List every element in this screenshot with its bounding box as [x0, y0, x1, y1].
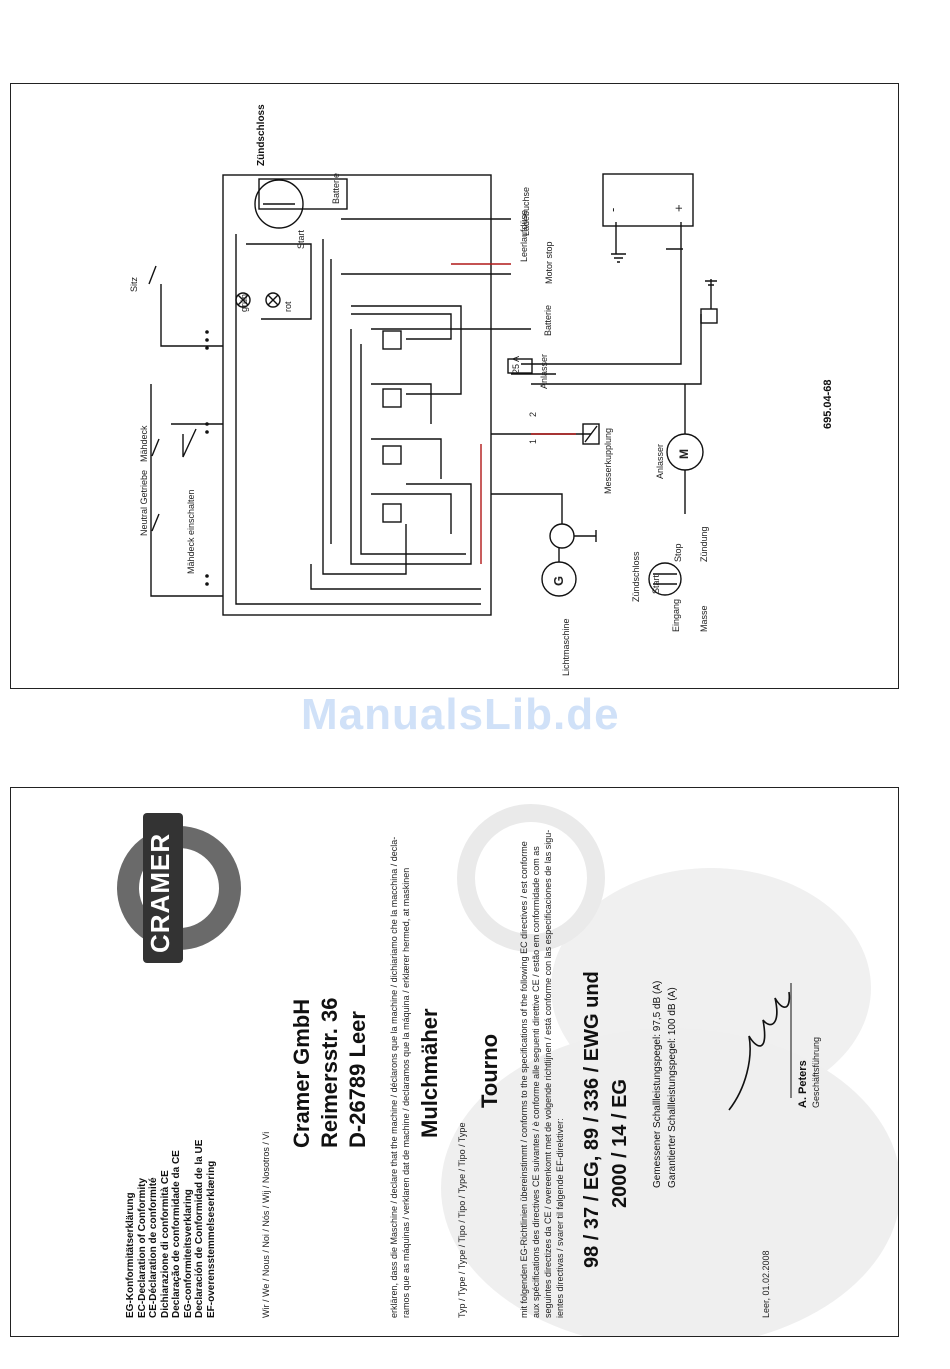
relay-4-symbol — [382, 503, 402, 523]
label-gruen: grün — [239, 293, 249, 312]
control-box-outline — [222, 174, 492, 616]
directive-text-3: seguintes directizes da CE / overeenkomt… — [543, 829, 553, 1318]
watermark: ManualsLib.de — [301, 690, 620, 739]
titles-block: EG-Konformitätserklärung EC-Declaration … — [125, 1140, 217, 1318]
measured-noise: Gemessener Schallleistungspegel: 97,5 dB… — [652, 980, 663, 1188]
label-sitz: Sitz — [129, 276, 139, 292]
label-maehdeck: Mähdeck — [139, 425, 149, 462]
type-line: Typ / Type / Type / Tipo / Tipo / Type /… — [457, 1122, 467, 1318]
label-batterie-right: Batterie — [543, 304, 553, 336]
directive-text-2: aux spécifications des directives CE sui… — [531, 846, 541, 1318]
motor-label: M — [677, 449, 691, 459]
label-zuendschloss-top: Zündschloss — [256, 104, 267, 166]
title-en: EC-Declaration of Conformity — [136, 1177, 148, 1318]
starter-relay-symbol — [700, 308, 718, 324]
title-it: Dichiarazione di conformità CE — [159, 1170, 171, 1318]
label-eingang: Eingang — [671, 598, 681, 632]
machine-name: Mulchmäher — [417, 1008, 442, 1138]
directive-text-1: mit folgenden EG-Richtlinien übereinstim… — [519, 841, 529, 1318]
title-de: EG-Konformitätserklärung — [125, 1192, 136, 1318]
label-lichtmaschine: Lichtmaschine — [561, 618, 571, 676]
title-da: EF-overensstemmelseserklæring — [205, 1160, 217, 1318]
wiring-diagram — [148, 173, 718, 616]
declare-text-2: ramos que as máquinas / verklaren dat de… — [401, 867, 411, 1318]
label-start: Start — [296, 229, 306, 249]
signatory-title: Geschäftsführung — [811, 1036, 821, 1108]
seat-switch-wire — [160, 284, 223, 347]
directives-line-1: 98 / 37 / EG, 89 / 336 / EWG und — [581, 971, 603, 1268]
label-num-2: 2 — [528, 411, 538, 417]
title-es: Declaración de Conformidad de la UE — [194, 1139, 205, 1318]
label-start-bottom: Start — [651, 574, 661, 594]
signatory-name: A. Peters — [797, 1060, 809, 1108]
drawing-number: 695.04-68 — [822, 379, 834, 429]
generator-label: G — [551, 575, 566, 586]
lamp-red-symbol — [265, 292, 281, 308]
relay-2-symbol — [382, 388, 402, 408]
label-anlasser-motor: Anlasser — [655, 443, 665, 479]
relay-1-symbol — [382, 330, 402, 350]
relay-3-symbol — [382, 445, 402, 465]
label-fuse: 25 A — [511, 355, 521, 374]
company-city: D-26789 Leer — [345, 1011, 370, 1148]
company-street: Reimersstr. 36 — [317, 997, 342, 1148]
battery-plus-label: + — [671, 204, 686, 212]
label-zuendung: Zündung — [699, 526, 709, 562]
logo-text: CRAMER — [145, 832, 175, 953]
label-masse: Masse — [699, 605, 709, 632]
bottom-ignition-lock-symbol — [648, 562, 682, 596]
company-name: Cramer GmbH — [289, 998, 314, 1148]
blade-clutch-symbol — [582, 423, 600, 445]
label-neutral-getriebe: Neutral Getriebe — [139, 469, 149, 536]
declare-text-1: erklären, dass die Maschine / declare th… — [389, 836, 399, 1318]
label-maehdeck-einschalten: Mähdeck einschalten — [186, 489, 196, 574]
guaranteed-noise: Garantierter Schallleistungspegel: 100 d… — [667, 987, 678, 1188]
ignition-lock-symbol — [254, 179, 304, 229]
battery-minus-label: - — [605, 207, 620, 212]
declaration-panel: CRAMER EG-Konformitätserklärung EC-Decla… — [10, 787, 899, 1337]
label-num-1: 1 — [528, 438, 538, 444]
wiring-diagram-panel: ManualsLib.de Zündschloss Batterie Start… — [10, 83, 899, 739]
label-anlasser-wire: Anlasser — [539, 353, 549, 389]
label-stop: Stop — [673, 543, 683, 562]
place-date: Leer, 01.02.2008 — [761, 1250, 771, 1318]
label-motor-stop: Motor stop — [544, 241, 554, 284]
fuse-symbol — [507, 358, 533, 374]
label-messerkupplung: Messerkupplung — [603, 427, 613, 494]
label-rot: rot — [283, 301, 293, 312]
battery-symbol — [602, 173, 694, 227]
type-value: Tourno — [477, 1033, 502, 1108]
title-nl: EG-conformiteitsverklaring — [182, 1189, 194, 1318]
directive-text-4: ientes directivas / svarer til følgende … — [555, 1118, 565, 1318]
directives-line-2: 2000 / 14 / EG — [609, 1079, 631, 1208]
label-leerlaufduese: Leerlaufdüse — [519, 209, 529, 262]
we-line: Wir / We / Nous / Noi / Nós / Wij / Noso… — [261, 1131, 271, 1318]
label-batterie-top: Batterie — [331, 172, 341, 204]
label-zuendschloss-bottom: Zündschloss — [631, 551, 641, 602]
title-pt: Declaração de conformidade da CE — [171, 1150, 182, 1318]
title-fr: CE-Déclaration de conformité — [148, 1177, 159, 1318]
